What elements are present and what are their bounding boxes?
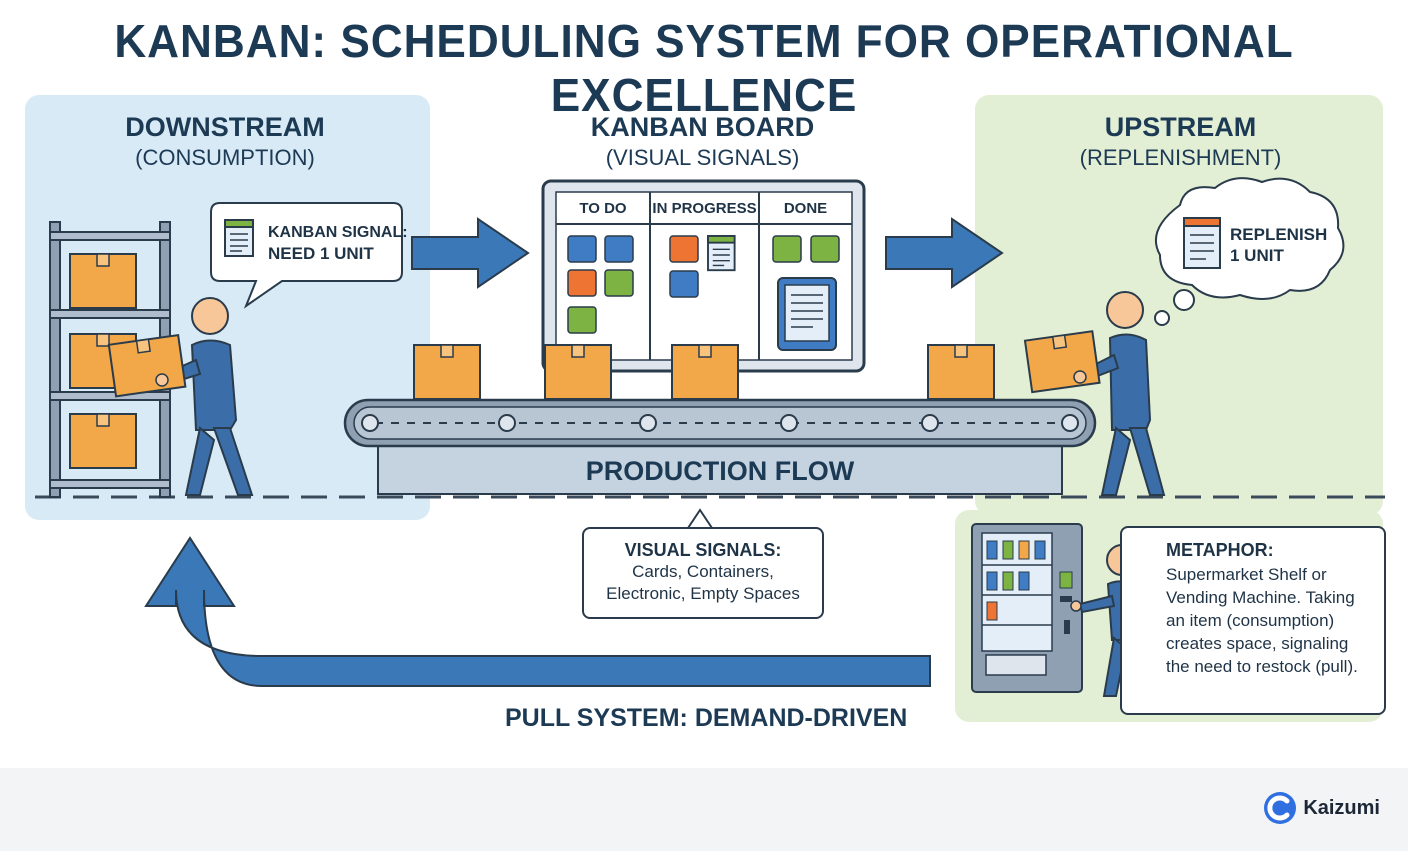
brand-name: Kaizumi bbox=[1303, 796, 1380, 819]
metaphor-title: METAPHOR: bbox=[1166, 540, 1274, 560]
board-title: KANBAN BOARD bbox=[590, 112, 815, 142]
visual-signals-callout: VISUAL SIGNALS: Cards, Containers, Elect… bbox=[582, 527, 824, 619]
downstream-worker bbox=[107, 297, 254, 496]
pull-system-label: PULL SYSTEM: DEMAND-DRIVEN bbox=[505, 704, 908, 732]
upstream-title: UPSTREAM bbox=[1104, 112, 1257, 142]
footer-bar bbox=[0, 768, 1408, 851]
production-flow-label: PRODUCTION FLOW bbox=[585, 456, 855, 486]
callout-title: VISUAL SIGNALS: bbox=[624, 540, 782, 560]
upstream-worker bbox=[1023, 291, 1166, 496]
replenish-line2: 1 UNIT bbox=[1230, 246, 1284, 265]
callout-line1: Cards, Containers, bbox=[632, 562, 774, 581]
metaphor-box: METAPHOR: Supermarket Shelf or Vending M… bbox=[1120, 526, 1386, 715]
board-column-done: DONE bbox=[783, 200, 828, 217]
kanban-board-frame bbox=[541, 179, 866, 373]
metaphor-body: Supermarket Shelf or Vending Machine. Ta… bbox=[1166, 565, 1358, 676]
callout-line2: Electronic, Empty Spaces bbox=[606, 584, 800, 603]
pull-arrow-icon bbox=[144, 536, 931, 687]
kanban-signal-line1: KANBAN SIGNAL: bbox=[268, 224, 408, 241]
page-title: KANBAN: SCHEDULING SYSTEM FOR OPERATIONA… bbox=[114, 15, 1294, 121]
brand[interactable]: Kaizumi bbox=[1263, 790, 1380, 826]
conveyor-belt bbox=[343, 344, 1097, 495]
kanban-signal-line2: NEED 1 UNIT bbox=[268, 244, 374, 263]
downstream-subtitle: (CONSUMPTION) bbox=[135, 145, 315, 170]
tablet-icon bbox=[777, 277, 837, 351]
board-column-in-progress: IN PROGRESS bbox=[652, 200, 757, 217]
brand-logo-icon bbox=[1264, 792, 1297, 824]
replenish-text: REPLENISH 1 UNIT bbox=[1230, 224, 1327, 266]
upstream-subtitle: (REPLENISHMENT) bbox=[1079, 145, 1282, 170]
arrow-right-icon bbox=[885, 217, 1004, 289]
kanban-diagram bbox=[35, 177, 1385, 697]
arrow-right-icon bbox=[411, 217, 530, 289]
replenish-thought-bubble bbox=[1154, 177, 1345, 326]
board-column-todo: TO DO bbox=[579, 200, 627, 217]
downstream-title: DOWNSTREAM bbox=[125, 112, 325, 142]
kanban-signal-bubble bbox=[210, 202, 403, 309]
replenish-line1: REPLENISH bbox=[1230, 225, 1328, 244]
document-icon bbox=[224, 219, 254, 257]
board-subtitle: (VISUAL SIGNALS) bbox=[605, 145, 800, 170]
vending-machine bbox=[971, 523, 1083, 693]
kanban-signal-text: KANBAN SIGNAL: NEED 1 UNIT bbox=[268, 222, 408, 264]
